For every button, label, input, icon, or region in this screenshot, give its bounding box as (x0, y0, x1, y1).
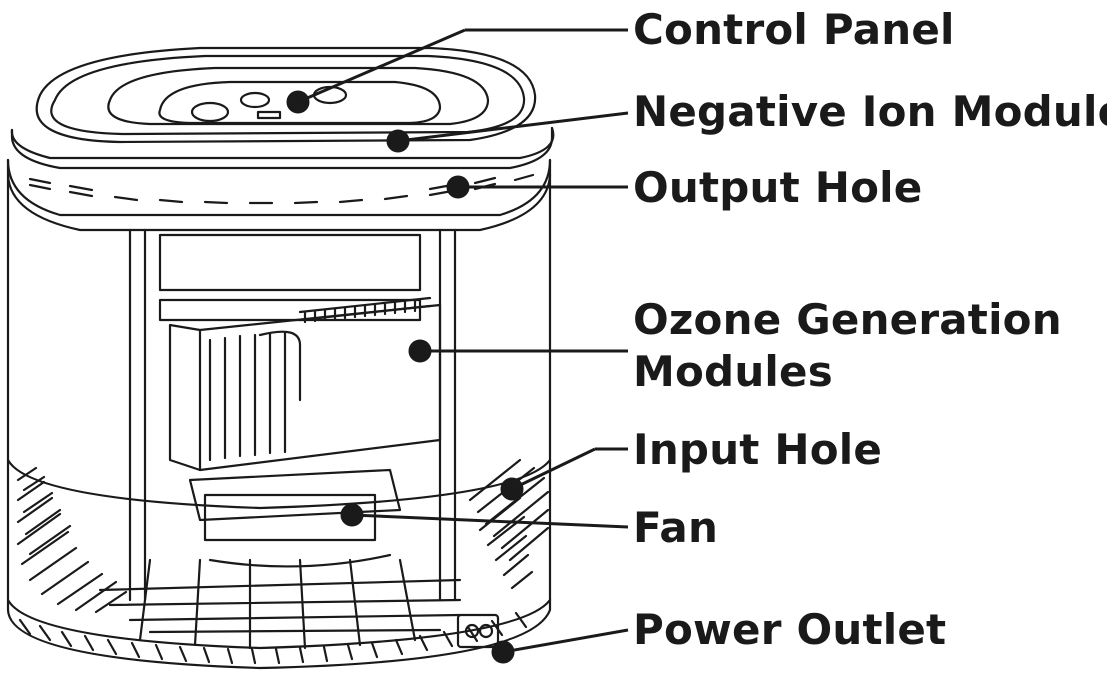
power-outlet-socket (456, 613, 500, 649)
output-ring (6, 158, 552, 232)
leader-negative-ion-modules (397, 111, 629, 143)
left-input-grille (16, 466, 128, 614)
label-input-hole: Input Hole (633, 425, 883, 474)
label-output-hole: Output Hole (633, 163, 923, 212)
label-ozone-generation-modules-line2: Modules (633, 347, 833, 396)
dot-fan (340, 503, 364, 527)
label-control-panel: Control Panel (633, 5, 955, 54)
top-lid (10, 46, 555, 170)
leader-control-panel (297, 28, 466, 104)
dot-control-panel (286, 90, 310, 114)
control-button-left (190, 101, 230, 123)
label-power-outlet: Power Outlet (633, 605, 947, 654)
label-fan: Fan (633, 503, 719, 552)
internal-frame (128, 228, 457, 602)
bottom-mesh (98, 558, 462, 650)
leader-power-outlet (502, 628, 629, 654)
callout-leaders (286, 28, 629, 664)
label-negative-ion-modules: Negative Ion Modules (633, 87, 1107, 136)
leader-input-hole (511, 447, 596, 491)
control-button-middle (239, 91, 271, 109)
fan-housing (188, 468, 402, 568)
leader-fan (351, 513, 629, 529)
label-ozone-generation-modules-line1: Ozone Generation (633, 295, 1062, 344)
dot-negative-ion-modules (386, 129, 410, 153)
outer-shell (6, 173, 552, 670)
dot-output-hole (446, 175, 470, 199)
ozone-module-box (168, 296, 442, 472)
dot-ozone-generation-modules (408, 339, 432, 363)
dot-input-hole (500, 477, 524, 501)
dot-power-outlet (491, 640, 515, 664)
